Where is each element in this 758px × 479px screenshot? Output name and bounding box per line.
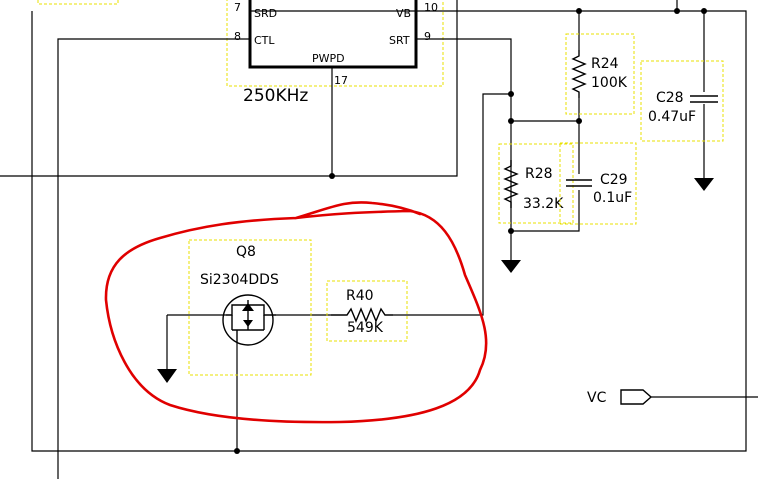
red-highlight-circle (104, 201, 488, 424)
q8-ref: Q8 (236, 244, 256, 260)
r24-resistor-symbol (571, 50, 587, 98)
pin-17-number: 17 (334, 74, 348, 87)
r28-ground-symbol (501, 260, 521, 273)
vc-port-flag (620, 389, 653, 405)
vc-net-label: VC (587, 390, 607, 406)
partial-outline (37, 0, 119, 5)
r24-value: 100K (591, 75, 628, 91)
c28-ref: C28 (656, 90, 684, 106)
junction-dots (234, 8, 707, 454)
q8-outline (188, 239, 312, 376)
pin-7-name: SRD (254, 7, 277, 20)
pin-8-number: 8 (234, 30, 241, 43)
r40-value: 549K (347, 320, 384, 336)
c28-outline (640, 60, 724, 142)
pin-9-name: SRT (389, 34, 410, 47)
pin-7-number: 7 (234, 1, 241, 14)
r40-ref: R40 (346, 288, 374, 304)
r28-ref: R28 (525, 166, 553, 182)
r24-ref: R24 (591, 56, 619, 72)
r28-value: 33.2K (523, 196, 564, 212)
q8-ground-symbol (157, 369, 177, 383)
r40-outline (326, 280, 408, 342)
q8-part-number: Si2304DDS (200, 272, 279, 288)
r40-resistor-symbol (331, 307, 393, 323)
r28-resistor-symbol (503, 160, 519, 208)
ic-outline (226, 0, 444, 87)
c28-capacitor-symbol (690, 95, 718, 103)
mosfet-symbol (222, 294, 276, 346)
frequency-label: 250KHz (243, 86, 308, 106)
c28-ground-symbol (694, 178, 714, 191)
r24-outline (565, 33, 635, 115)
r28-outline (498, 143, 574, 224)
c29-outline (559, 142, 637, 225)
c29-value: 0.1uF (593, 190, 632, 206)
pin-10-number: 10 (424, 1, 438, 14)
c29-capacitor-symbol (566, 179, 592, 187)
ic-body (248, 0, 418, 69)
pin-8-name: CTL (254, 34, 275, 47)
pin-17-name: PWPD (312, 52, 345, 65)
pin-9-number: 9 (424, 30, 431, 43)
pin-10-name: VB (396, 7, 411, 20)
c29-ref: C29 (600, 172, 628, 188)
c28-value: 0.47uF (648, 109, 696, 125)
